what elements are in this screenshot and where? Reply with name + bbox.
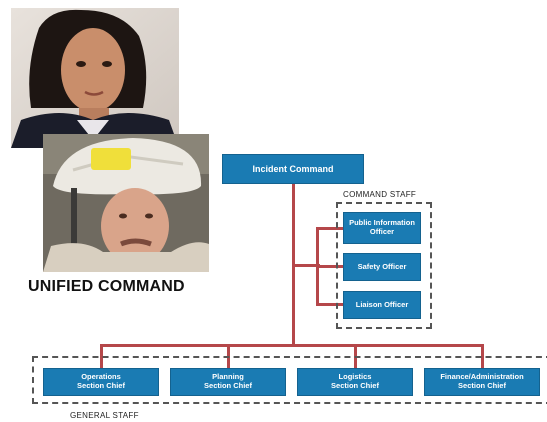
public-information-officer-box: Public Information Officer xyxy=(343,212,421,244)
operations-section-chief-label: Operations Section Chief xyxy=(77,372,125,390)
finance-administration-section-chief-box: Finance/Administration Section Chief xyxy=(424,368,540,396)
safety-officer-box: Safety Officer xyxy=(343,253,421,281)
planning-section-chief-label: Planning Section Chief xyxy=(204,372,252,390)
command-staff-caption: COMMAND STAFF xyxy=(343,190,417,199)
connector-line xyxy=(316,303,344,306)
liaison-officer-box: Liaison Officer xyxy=(343,291,421,319)
connector-line xyxy=(292,264,320,267)
officer-photo xyxy=(11,8,179,148)
general-staff-caption: GENERAL STAFF xyxy=(70,411,139,420)
unified-command-heading: UNIFIED COMMAND xyxy=(28,278,185,295)
finance-administration-section-chief-label: Finance/Administration Section Chief xyxy=(440,372,524,390)
safety-officer-label: Safety Officer xyxy=(357,261,407,271)
general-staff-frame xyxy=(32,356,547,404)
logistics-section-chief-label: Logistics Section Chief xyxy=(331,372,379,390)
planning-section-chief-box: Planning Section Chief xyxy=(170,368,286,396)
public-information-officer-label: Public Information Officer xyxy=(349,218,415,236)
operations-section-chief-box: Operations Section Chief xyxy=(43,368,159,396)
incident-command-box: Incident Command xyxy=(222,154,364,184)
firefighter-photo xyxy=(43,134,209,272)
command-staff-frame xyxy=(336,202,432,329)
incident-command-label: Incident Command xyxy=(252,163,334,174)
liaison-officer-label: Liaison Officer xyxy=(355,299,409,309)
connector-line xyxy=(316,227,344,230)
connector-line xyxy=(100,344,484,347)
connector-line xyxy=(316,265,344,268)
logistics-section-chief-box: Logistics Section Chief xyxy=(297,368,413,396)
